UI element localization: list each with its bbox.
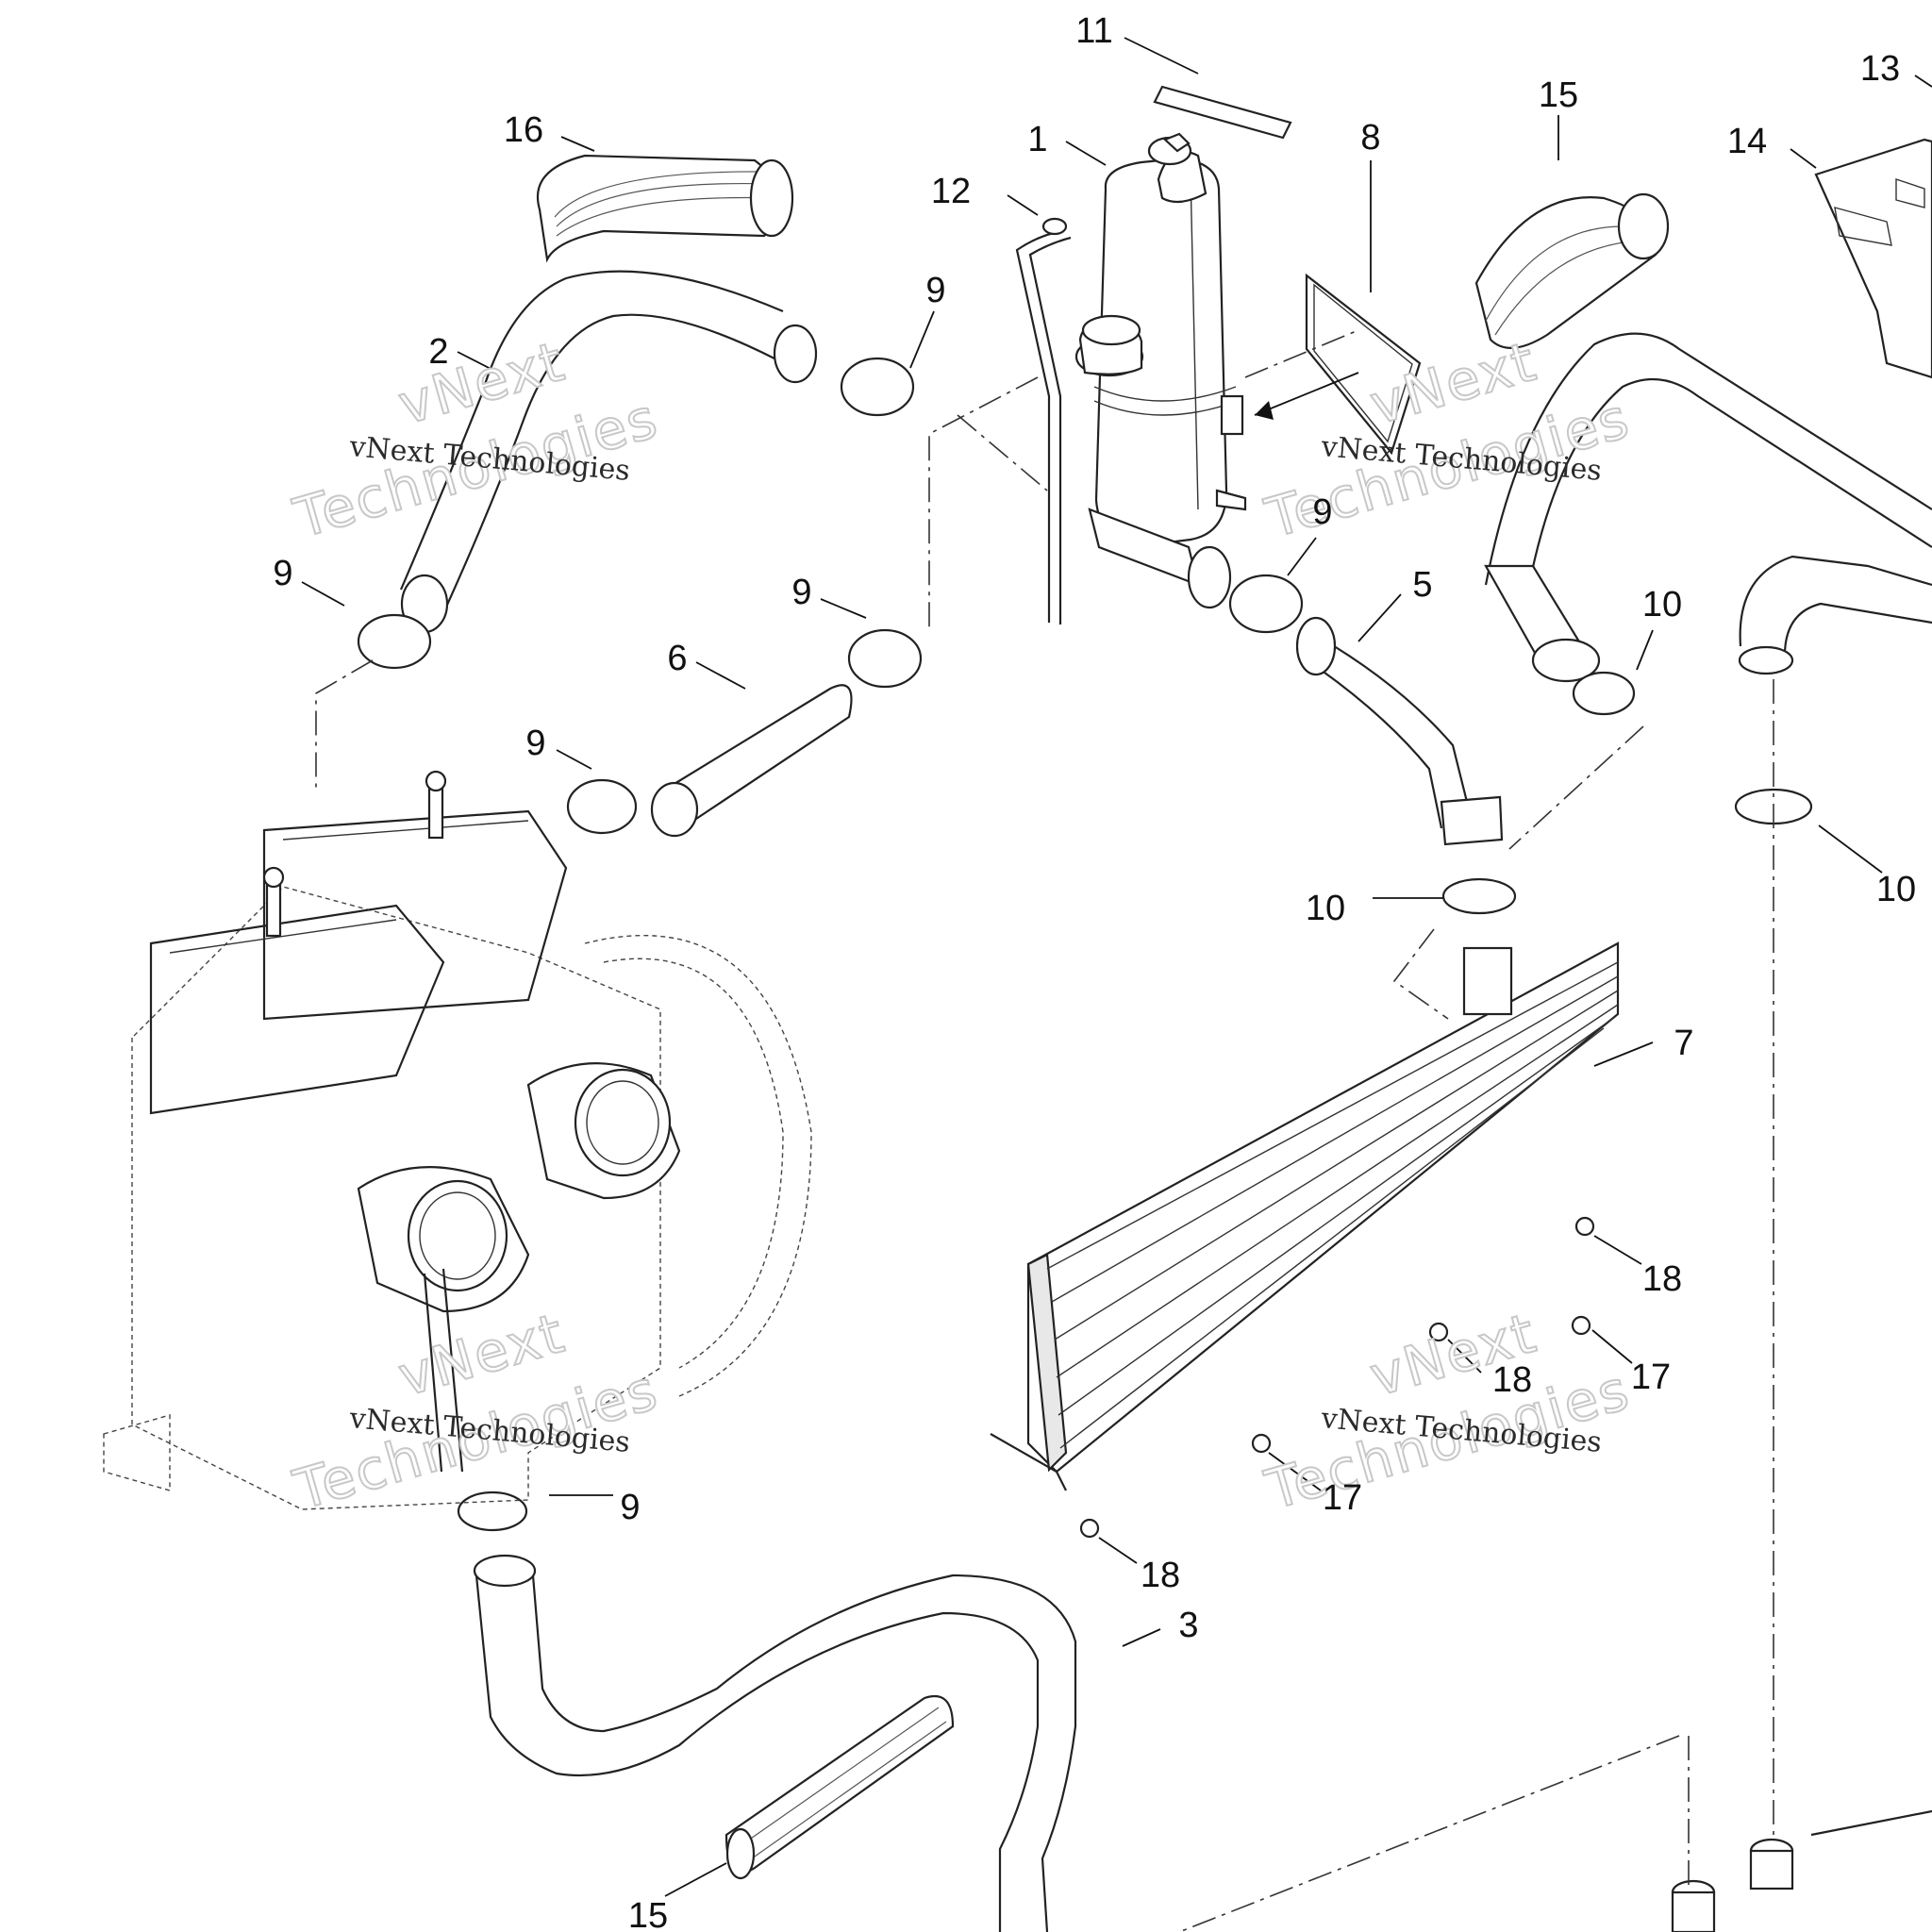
callout-11: 11 — [1075, 11, 1112, 51]
callout-10: 10 — [1306, 889, 1345, 928]
part-16-hose-sleeve — [536, 154, 794, 263]
callout-10: 10 — [1642, 585, 1682, 625]
callout-18: 18 — [1492, 1360, 1532, 1400]
callout-9: 9 — [525, 724, 545, 763]
callout-8: 8 — [1360, 118, 1380, 158]
callout-18: 18 — [1642, 1259, 1682, 1299]
callout-7: 7 — [1674, 1024, 1693, 1063]
part-10-clamps — [1441, 671, 1813, 915]
part-12-overflow-tube — [1015, 217, 1072, 625]
callout-3: 3 — [1178, 1606, 1198, 1645]
callout-10: 10 — [1876, 870, 1916, 909]
callout-15: 15 — [628, 1896, 668, 1932]
callout-1: 1 — [1027, 120, 1047, 159]
callout-13: 13 — [1860, 49, 1900, 89]
part-15-hose-sleeve-upper — [1474, 192, 1670, 349]
part-14-bracket — [1814, 138, 1932, 379]
callout-9: 9 — [925, 271, 945, 310]
part-17-18-screws — [1079, 1216, 1595, 1539]
leader-lines — [301, 37, 1932, 1897]
part-7-radiator — [990, 941, 1620, 1491]
callout-2: 2 — [428, 332, 448, 372]
bottom-right-fittings — [1671, 1809, 1932, 1932]
callout-17: 17 — [1631, 1357, 1671, 1397]
right-long-hose — [1484, 332, 1932, 683]
callout-16: 16 — [504, 110, 543, 150]
engine-assembly — [103, 770, 812, 1510]
callout-6: 6 — [667, 639, 687, 678]
callout-18: 18 — [1141, 1556, 1180, 1595]
callout-17: 17 — [1323, 1478, 1362, 1518]
callout-14: 14 — [1727, 122, 1767, 161]
callout-9: 9 — [1312, 492, 1332, 532]
callout-9: 9 — [791, 573, 811, 612]
part-5-radiator-hose — [1295, 616, 1504, 846]
part-3-lower-hose — [473, 1554, 1077, 1932]
part-11-cap — [1153, 85, 1292, 140]
part-6-short-hose — [650, 684, 853, 838]
callout-9: 9 — [273, 554, 292, 593]
assembly-lines — [315, 329, 1774, 1932]
callout-15: 15 — [1539, 75, 1578, 115]
callout-9: 9 — [620, 1488, 640, 1527]
part-1-coolant-reservoir — [1074, 132, 1247, 609]
callout-12: 12 — [931, 172, 971, 211]
part-8-decal — [1305, 273, 1422, 456]
callout-5: 5 — [1412, 565, 1432, 605]
